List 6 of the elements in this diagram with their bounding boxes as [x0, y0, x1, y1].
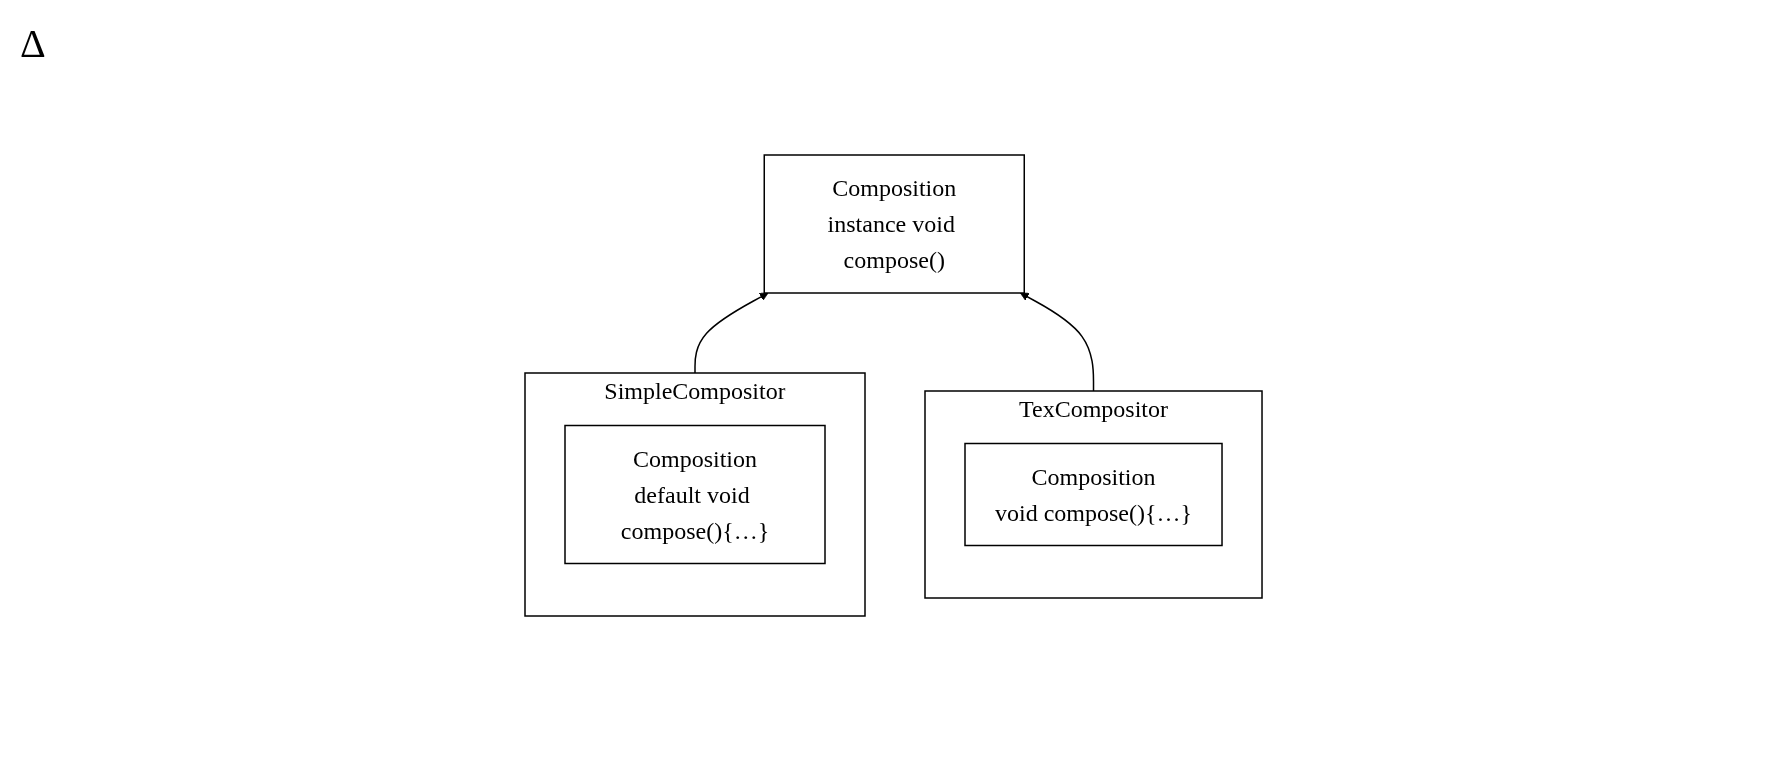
arrow [694, 292, 769, 374]
node-box: Composition instance void compose() [763, 153, 1025, 294]
generalization-symbol-label: Δ [20, 20, 46, 67]
node-box: Composition default void compose(){…} [564, 424, 826, 564]
arrow [1019, 292, 1095, 392]
node-box: Composition void compose(){…} [964, 442, 1223, 546]
